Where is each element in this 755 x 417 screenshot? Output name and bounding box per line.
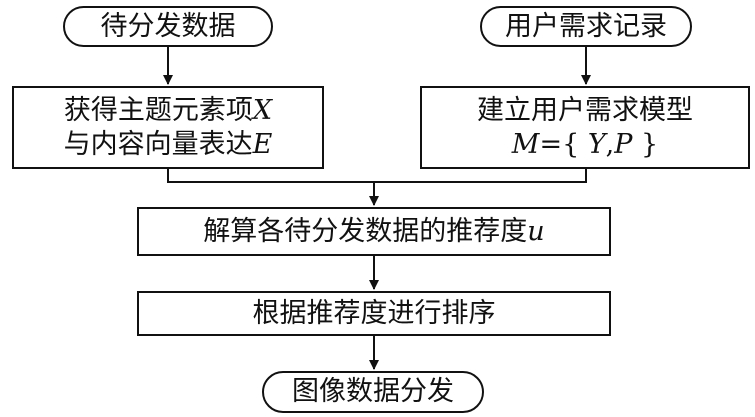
node-model-formula: M={ Y,P } — [511, 128, 659, 160]
node-distribute: 图像数据分发 — [262, 371, 484, 413]
node-sort-label: 根据推荐度进行排序 — [252, 297, 496, 329]
node-model-line1: 建立用户需求模型 — [477, 94, 693, 126]
node-sort: 根据推荐度进行排序 — [137, 291, 611, 336]
node-distribute-label: 图像数据分发 — [292, 376, 454, 408]
node-compute: 解算各待分发数据的推荐度u — [137, 207, 611, 256]
edge-merge — [167, 169, 587, 183]
node-compute-label: 解算各待分发数据的推荐度u — [203, 215, 545, 247]
node-source-data: 待分发数据 — [63, 6, 273, 47]
node-extract-line2: 与内容向量表达E — [63, 128, 273, 160]
node-source-data-label: 待分发数据 — [100, 10, 236, 42]
node-user-records: 用户需求记录 — [480, 6, 692, 47]
node-model: 建立用户需求模型 M={ Y,P } — [420, 86, 750, 169]
node-extract-line1: 获得主题元素项X — [63, 94, 273, 126]
node-user-records-label: 用户需求记录 — [505, 10, 667, 42]
node-extract: 获得主题元素项X 与内容向量表达E — [12, 86, 324, 169]
